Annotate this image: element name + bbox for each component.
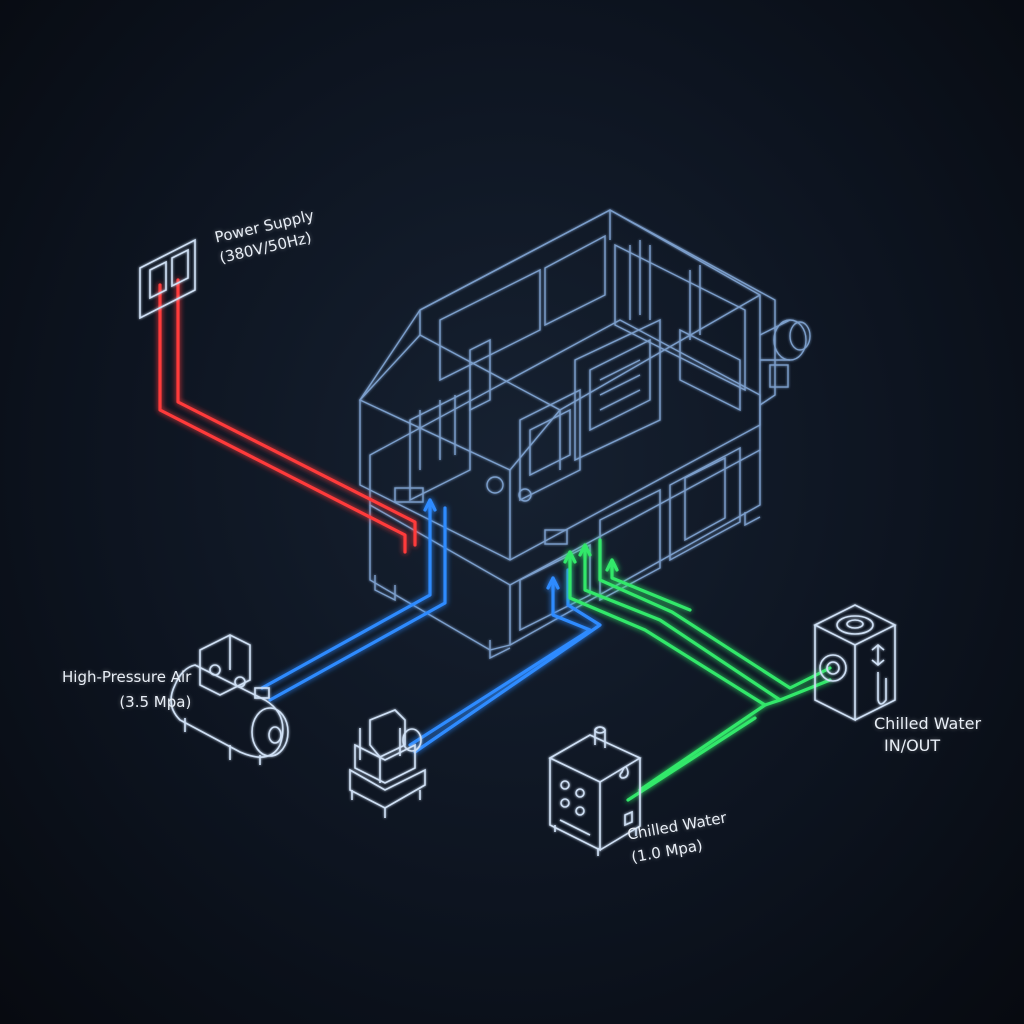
power-line <box>158 278 417 554</box>
water-line <box>563 538 832 802</box>
chilled-water-io-title: Chilled Water <box>874 714 982 733</box>
chilled-water-io-label: Chilled Water IN/OUT <box>874 714 981 756</box>
machine-enclosure <box>359 209 761 561</box>
chilled-water-io-spec: IN/OUT <box>884 736 941 755</box>
water-chiller-icon <box>548 726 642 856</box>
high-pressure-air-title: High-Pressure Air <box>62 668 192 686</box>
pump-unit-icon <box>349 709 426 818</box>
chiller-tank-icon <box>813 604 897 722</box>
air-compressor-icon <box>170 634 289 765</box>
high-pressure-air-spec: (3.5 Mpa) <box>119 692 192 711</box>
air-line <box>260 498 602 754</box>
power-outlet-icon <box>139 238 196 320</box>
motor-icon <box>759 319 811 388</box>
machine-wireframe <box>358 209 811 660</box>
high-pressure-air-label: High-Pressure Air (3.5 Mpa) <box>62 668 191 712</box>
